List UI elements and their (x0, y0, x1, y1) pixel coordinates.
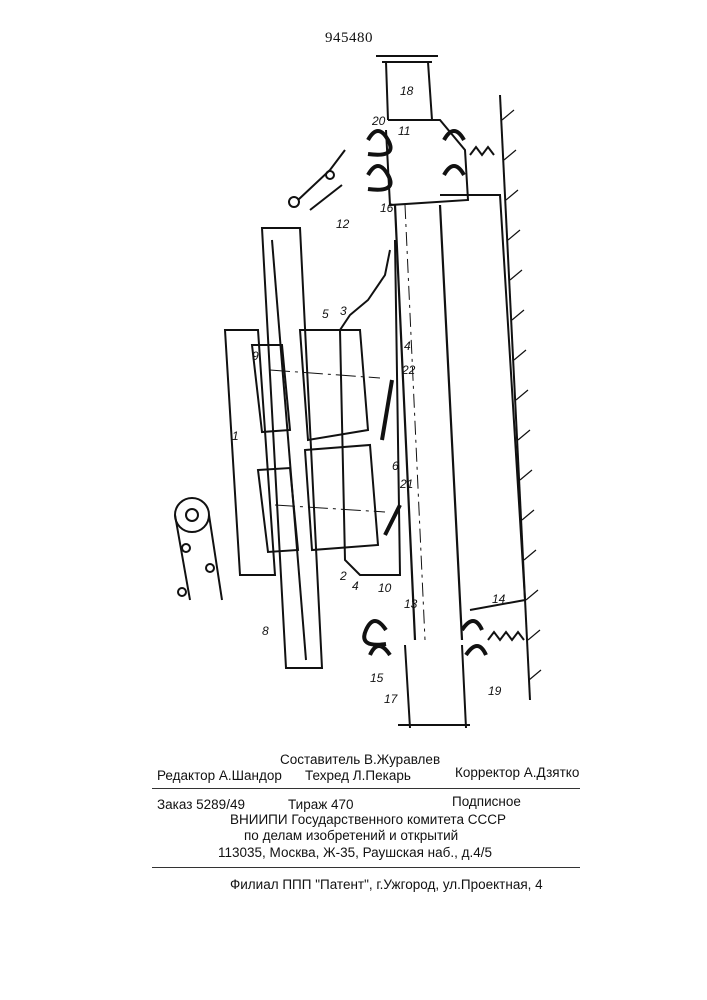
part-label: 4 (404, 339, 411, 353)
part-label: 19 (488, 684, 502, 698)
compiler-line: Составитель В.Журавлев (280, 752, 440, 767)
part-label: 17 (384, 692, 399, 706)
address-line: 113035, Москва, Ж-35, Раушская наб., д.4… (218, 845, 492, 860)
part-label: 4 (352, 579, 359, 593)
divider-top (152, 788, 580, 789)
outer-housing (440, 195, 525, 610)
divider-bottom (152, 867, 580, 868)
part-label: 12 (336, 217, 350, 231)
org-line-2: по делам изобретений и открытий (244, 828, 458, 843)
lever (298, 150, 345, 210)
part-label: 5 (322, 307, 329, 321)
part-label: 3 (340, 304, 347, 318)
part-label: 15 (370, 671, 384, 685)
part-label: 20 (371, 114, 386, 128)
ground-wall (500, 95, 530, 700)
pulley-plate (225, 330, 275, 575)
wall-hatching (502, 110, 541, 680)
bottom-outlet-pipe (398, 645, 470, 728)
editor-line: Редактор А.Шандор (157, 768, 282, 783)
part-label: 22 (401, 363, 416, 377)
part-label: 10 (378, 581, 392, 595)
branch-line: Филиал ППП "Патент", г.Ужгород, ул.Проек… (230, 877, 543, 892)
main-pipe (395, 205, 462, 640)
part-labels: 1 2 3 4 5 8 9 10 11 12 13 14 15 16 17 18… (232, 84, 506, 706)
circulation-line: Тираж 470 (288, 797, 354, 812)
org-line-1: ВНИИПИ Государственного комитета СССР (230, 812, 506, 827)
part-label: 11 (398, 124, 410, 138)
techred-line: Техред Л.Пекарь (305, 768, 411, 783)
part-label: 16 (380, 201, 394, 215)
part-label: 1 (232, 429, 239, 443)
technical-drawing: 1 2 3 4 5 8 9 10 11 12 13 14 15 16 17 18… (0, 0, 707, 740)
part-label: 21 (399, 477, 413, 491)
spring (488, 632, 524, 640)
part-label: 2 (339, 569, 347, 583)
spring-top (470, 147, 494, 155)
part-label: 8 (262, 624, 269, 638)
part-label: 18 (400, 84, 414, 98)
part-label: 14 (492, 592, 506, 606)
deflector-21 (385, 505, 400, 535)
bottom-flex-joint (364, 621, 390, 655)
subscription-line: Подписное (452, 794, 521, 809)
order-line: Заказ 5289/49 (157, 797, 245, 812)
part-label: 9 (252, 349, 259, 363)
part-label: 6 (392, 459, 399, 473)
corrector-line: Корректор А.Дзятко (455, 765, 579, 780)
part-label: 13 (404, 597, 418, 611)
deflector-22 (382, 380, 392, 440)
left-frame (262, 228, 322, 668)
